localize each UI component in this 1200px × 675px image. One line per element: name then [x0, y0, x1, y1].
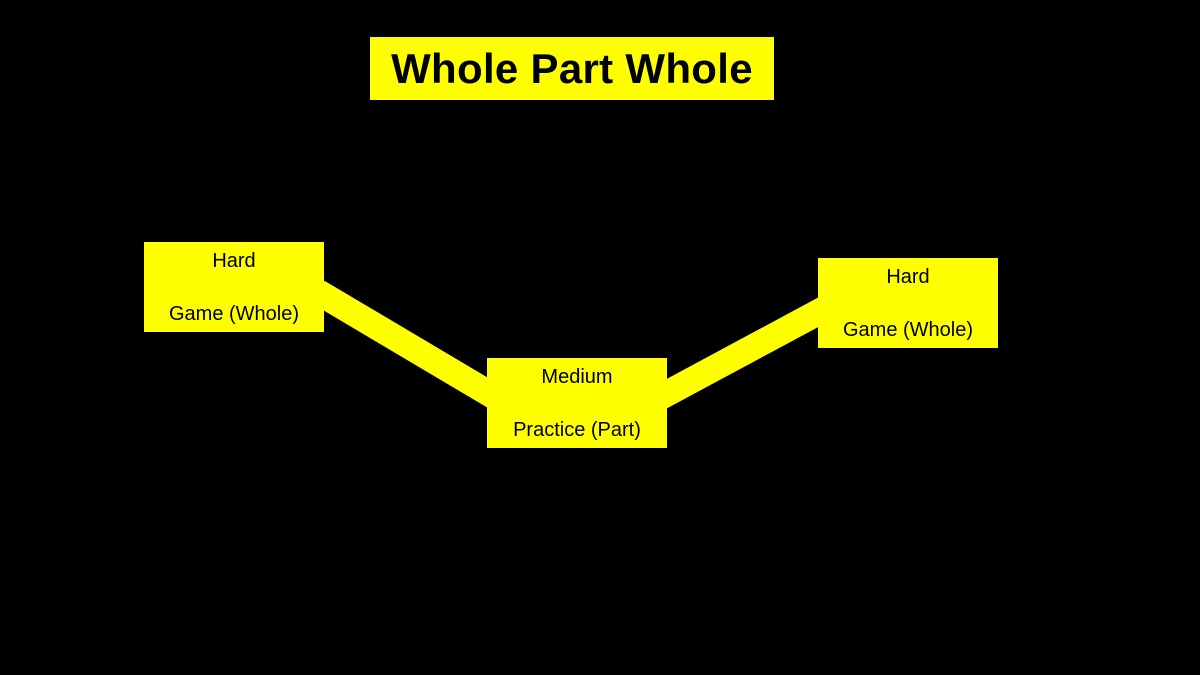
connector-middle-to-right	[648, 295, 835, 412]
node-difficulty: Hard	[212, 250, 256, 272]
node-difficulty: Hard	[886, 266, 930, 288]
page-title: Whole Part Whole	[391, 44, 753, 92]
node-difficulty: Medium	[541, 366, 613, 388]
node-label: Practice (Part)	[513, 419, 641, 441]
node-game-whole-right: Hard Game (Whole)	[818, 258, 998, 348]
node-label: Game (Whole)	[168, 303, 300, 325]
node-game-whole-left: Hard Game (Whole)	[144, 242, 324, 332]
node-label: Game (Whole)	[842, 319, 974, 341]
connector-left-to-middle	[311, 280, 507, 412]
title-box: Whole Part Whole	[370, 37, 774, 100]
node-practice-part: Medium Practice (Part)	[487, 358, 667, 448]
